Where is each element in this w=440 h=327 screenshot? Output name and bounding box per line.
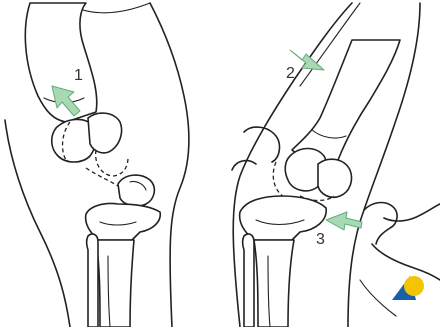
step-label-1: 1 [74,68,83,84]
hand-palm-contour [372,244,440,280]
left-femoral-condyle [88,113,122,153]
step-label-2: 2 [286,66,295,82]
left-fibula [87,234,99,327]
hand-wrist-contour [360,280,396,316]
left-leg-front-contour [150,3,189,327]
arrow-icon-3 [326,212,362,230]
right-femoral-condyle [318,159,352,197]
left-tibia-shaft [96,240,134,327]
hand-thumb-contour [364,203,397,244]
left-femur-bone [25,3,96,122]
brand-logo-icon [392,276,424,300]
right-fibula [243,234,255,327]
step-label-3: 3 [316,232,325,248]
right-tibia-plateau [240,196,327,240]
left-tibia-plateau [86,203,161,240]
right-tibia-shaft [254,240,294,327]
left-knee-figure [5,3,189,327]
left-condyle-round [118,175,154,206]
